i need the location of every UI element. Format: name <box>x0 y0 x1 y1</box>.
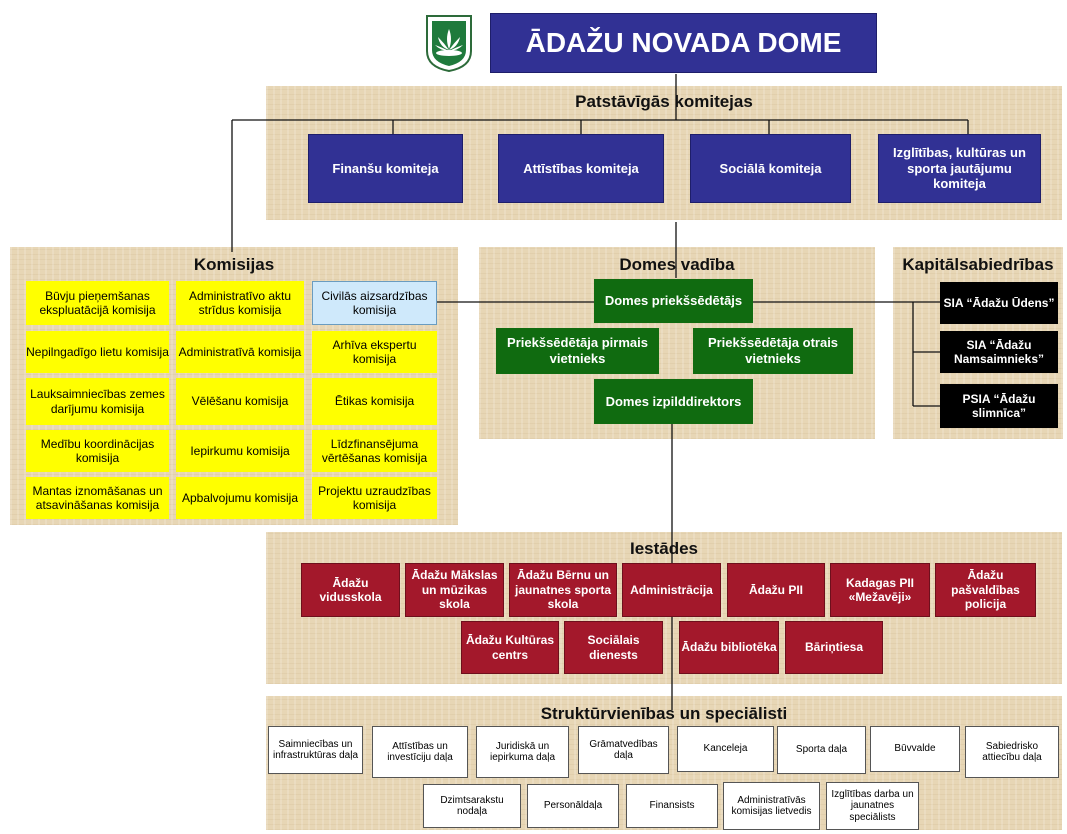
institution-item: Ādažu vidusskola <box>301 563 400 617</box>
committee-education: Izglītības, kultūras un sporta jautājumu… <box>878 134 1041 203</box>
institution-item: Sociālais dienests <box>564 621 663 674</box>
commission-item: Apbalvojumu komisija <box>176 477 304 519</box>
institution-item: Ādažu Bērnu un jaunatnes sporta skola <box>509 563 617 617</box>
second-deputy-box: Priekšsēdētāja otrais vietnieks <box>693 328 853 374</box>
institution-item: Bāriņtiesa <box>785 621 883 674</box>
commission-item: Mantas iznomāšanas un atsavināšanas komi… <box>26 477 169 519</box>
company-adazu-namsaimnieks: SIA “Ādažu Namsaimnieks” <box>940 331 1058 373</box>
commission-item: Ētikas komisija <box>312 378 437 425</box>
institution-item: Ādažu bibliotēka <box>679 621 779 674</box>
institution-item: Ādažu pašvaldības policija <box>935 563 1036 617</box>
commission-item: Vēlēšanu komisija <box>176 378 304 425</box>
institution-item: Administrācija <box>622 563 721 617</box>
executive-director-box: Domes izpilddirektors <box>594 379 753 424</box>
chair-box: Domes priekšsēdētājs <box>594 279 753 323</box>
unit-item: Izglītības darba un jaunatnes speciālist… <box>826 782 919 830</box>
unit-item: Dzimtsarakstu nodaļa <box>423 784 521 828</box>
committee-development: Attīstības komiteja <box>498 134 664 203</box>
commission-item: Iepirkumu komisija <box>176 430 304 472</box>
institutions-title: Iestādes <box>629 539 699 558</box>
unit-item: Attīstības un investīciju daļa <box>372 726 468 778</box>
unit-item: Grāmatvedības daļa <box>578 726 669 774</box>
unit-item: Sabiedrisko attiecību daļa <box>965 726 1059 778</box>
unit-item: Personāldaļa <box>527 784 619 828</box>
unit-item: Administratīvās komisijas lietvedis <box>723 782 820 830</box>
unit-item: Kanceleja <box>677 726 774 772</box>
commission-item: Arhīva ekspertu komisija <box>312 331 437 373</box>
company-adazu-slimnica: PSIA “Ādažu slimnīca” <box>940 384 1058 428</box>
commission-item: Administratīvā komisija <box>176 331 304 373</box>
committee-finance: Finanšu komiteja <box>308 134 463 203</box>
institution-item: Ādažu PII <box>727 563 825 617</box>
commission-item: Līdzfinansējuma vērtēšanas komisija <box>312 430 437 472</box>
logo <box>424 13 474 73</box>
committee-social: Sociālā komiteja <box>690 134 851 203</box>
units-title: Struktūrvienības un speciālisti <box>540 704 788 723</box>
unit-item: Saimniecības un infrastruktūras daļa <box>268 726 363 774</box>
company-adazu-udens: SIA “Ādažu Ūdens” <box>940 282 1058 324</box>
commissions-title: Komisijas <box>193 255 275 274</box>
committees-title: Patstāvīgās komitejas <box>575 92 753 111</box>
first-deputy-box: Priekšsēdētāja pirmais vietnieks <box>496 328 659 374</box>
page-title: ĀDAŽU NOVADA DOME <box>490 13 877 73</box>
institution-item: Ādažu Kultūras centrs <box>461 621 559 674</box>
commission-item: Medību koordinācijas komisija <box>26 430 169 472</box>
unit-item: Būvvalde <box>870 726 960 772</box>
commission-item: Projektu uzraudzības komisija <box>312 477 437 519</box>
unit-item: Juridiskā un iepirkuma daļa <box>476 726 569 778</box>
adazi-coat-of-arms-icon <box>426 15 472 73</box>
commission-item: Administratīvo aktu strīdus komisija <box>176 281 304 325</box>
commission-item-civil-defence: Civilās aizsardzības komisija <box>312 281 437 325</box>
leadership-title: Domes vadība <box>619 255 735 274</box>
commission-item: Būvju pieņemšanas ekspluatācijā komisija <box>26 281 169 325</box>
companies-title: Kapitālsabiedrības <box>902 255 1054 274</box>
commission-item: Lauksaimniecības zemes darījumu komisija <box>26 378 169 425</box>
unit-item: Sporta daļa <box>777 726 866 774</box>
commission-item: Nepilngadīgo lietu komisija <box>26 331 169 373</box>
institution-item: Kadagas PII «Mežavēji» <box>830 563 930 617</box>
institution-item: Ādažu Mākslas un mūzikas skola <box>405 563 504 617</box>
unit-item: Finansists <box>626 784 718 828</box>
